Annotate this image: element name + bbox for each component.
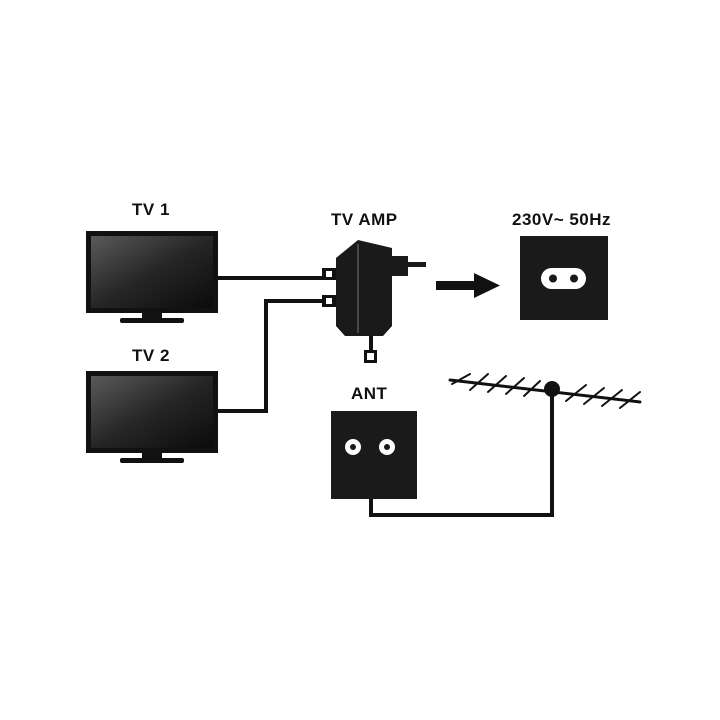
tv1-label: TV 1 <box>132 200 170 219</box>
arrow-right-icon <box>436 273 500 298</box>
power-socket-icon <box>520 236 608 320</box>
tv-amp-label: TV AMP <box>331 210 398 229</box>
tv1-icon <box>86 231 218 323</box>
power-label: 230V~ 50Hz <box>512 210 612 229</box>
antenna-socket-icon <box>331 411 417 499</box>
tv-amp-icon <box>322 240 426 363</box>
tv2-label: TV 2 <box>132 346 170 365</box>
antenna-label: ANT <box>351 384 388 403</box>
tv2-icon <box>86 371 218 463</box>
antenna-icon <box>448 373 642 409</box>
